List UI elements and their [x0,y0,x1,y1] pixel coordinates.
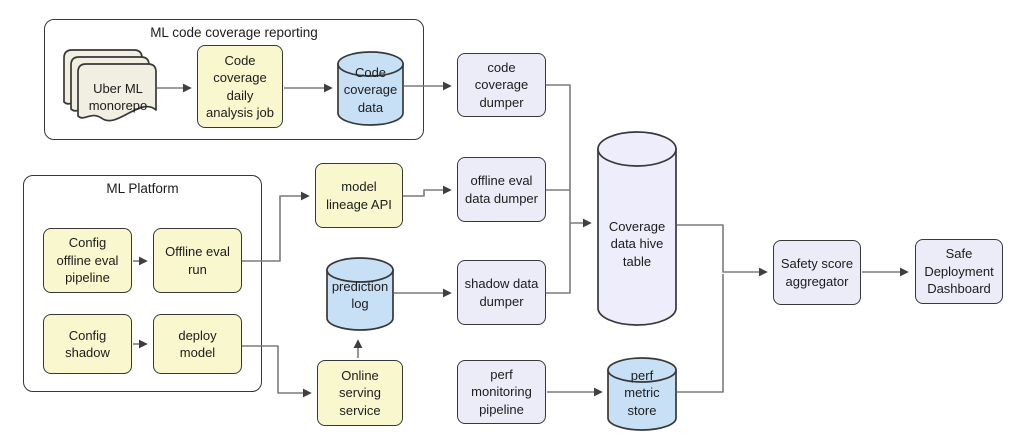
node-offline-eval-data-dumper: offline eval data dumper [457,157,546,222]
cylinder-body [607,369,677,431]
node-code-coverage-daily-analysis-job: Code coverage daily analysis job [197,45,283,128]
node-shadow-data-dumper: shadow data dumper [457,260,546,325]
node-deploy-model: deploy model [153,314,242,374]
node-model-lineage-api: model lineage API [315,163,403,228]
cylinder-top [607,357,677,383]
group-ml-platform [23,175,262,392]
edge-perf-metric-store-to-safety-aggregator [677,274,724,393]
prediction-log-cylinder [326,257,394,331]
coverage-data-hive-table-cylinder [597,131,677,326]
edge-offline-eval-run-to-model-lineage-api [242,191,310,262]
node-safety-score-aggregator: Safety score aggregator [773,240,861,305]
edge-hive-table-to-safety-aggregator [677,224,768,277]
cylinder-top [597,131,677,167]
node-config-offline-eval-pipeline: Config offline eval pipeline [43,228,132,293]
cylinder-top [326,257,394,283]
cylinder-body [337,63,404,126]
edge-dumpers-trunk [546,84,571,294]
node-online-serving-service: Online serving service [317,360,403,426]
node-perf-monitoring-pipeline: perf monitoring pipeline [457,360,546,424]
edge-deploy-model-to-online-serving [242,345,312,398]
node-offline-eval-run: Offline eval run [153,228,242,293]
group-title-ml-code-coverage-reporting: ML code coverage reporting [150,25,318,40]
document-front-sheet [77,63,157,122]
cylinder-body [326,269,394,331]
code-coverage-data-cylinder [337,51,404,126]
node-code-coverage-dumper: code coverage dumper [457,53,546,117]
group-title-ml-platform: ML Platform [106,181,179,196]
node-config-shadow: Config shadow [43,314,132,374]
cylinder-top [337,51,404,77]
node-safe-deployment-dashboard: Safe Deployment Dashboard [915,239,1003,304]
edge-model-lineage-api-to-offline-eval-dumper [403,185,452,197]
uber-ml-monorepo-document-stack [63,49,157,122]
cylinder-body [597,148,677,326]
group-ml-code-coverage-reporting [44,19,424,140]
perf-metric-store-cylinder [607,357,677,431]
